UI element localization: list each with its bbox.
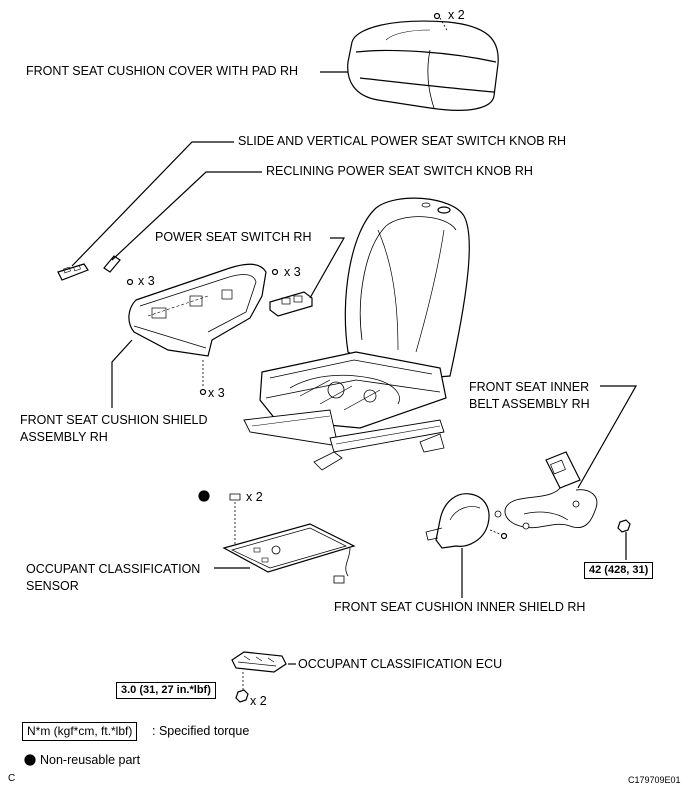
power-switch-illustration bbox=[269, 291, 313, 317]
qty-shield-screws-bottom: x 3 bbox=[208, 386, 225, 400]
cushion-cover-illustration bbox=[347, 12, 499, 111]
label-occupant-sensor-line1: OCCUPANT CLASSIFICATION bbox=[26, 562, 201, 576]
leader-reclining-knob bbox=[111, 171, 262, 261]
seat-assembly-illustration bbox=[243, 197, 470, 471]
reclining-knob-illustration bbox=[103, 255, 121, 273]
label-slide-knob: SLIDE AND VERTICAL POWER SEAT SWITCH KNO… bbox=[238, 134, 567, 148]
label-occupant-ecu: OCCUPANT CLASSIFICATION ECU bbox=[298, 657, 503, 671]
legend-nonreusable: Non-reusable part bbox=[40, 753, 141, 767]
label-inner-belt-line1: FRONT SEAT INNER bbox=[469, 380, 590, 394]
occupant-ecu-illustration bbox=[231, 651, 287, 673]
bolt-icon bbox=[500, 532, 508, 540]
qty-cover-clips: x 2 bbox=[448, 8, 465, 22]
label-reclining-knob: RECLINING POWER SEAT SWITCH KNOB RH bbox=[266, 164, 533, 178]
occupant-sensor-illustration bbox=[222, 523, 356, 584]
torque-belt-nut: 42 (428, 31) bbox=[584, 562, 654, 579]
screw-icon bbox=[126, 278, 134, 286]
qty-ecu-nuts: x 2 bbox=[250, 694, 267, 708]
legend-torque-desc: : Specified torque bbox=[152, 724, 250, 738]
leader-slide-knob bbox=[71, 141, 234, 267]
cushion-shield-illustration bbox=[128, 263, 267, 357]
label-inner-belt-line2: BELT ASSEMBLY RH bbox=[469, 397, 590, 411]
leader-power-switch bbox=[309, 237, 346, 299]
label-cushion-shield-line1: FRONT SEAT CUSHION SHIELD bbox=[20, 413, 208, 427]
leader-inner-belt bbox=[577, 385, 638, 489]
label-cushion-cover: FRONT SEAT CUSHION COVER WITH PAD RH bbox=[26, 64, 299, 78]
inner-shield-illustration bbox=[425, 493, 490, 549]
nut-icon bbox=[235, 689, 249, 703]
slide-knob-illustration bbox=[57, 263, 89, 281]
legend-nonreusable-icon bbox=[24, 754, 36, 766]
nonreusable-mark-icon bbox=[198, 490, 210, 502]
qty-sensor-bolts: x 2 bbox=[246, 490, 263, 504]
leader-cushion-shield bbox=[111, 339, 133, 408]
screw-icon bbox=[271, 268, 279, 276]
figure-code: C179709E01 bbox=[628, 775, 681, 785]
inner-belt-illustration bbox=[494, 451, 631, 533]
torque-ecu-nut: 3.0 (31, 27 in.*lbf) bbox=[116, 682, 216, 699]
label-cushion-shield-line2: ASSEMBLY RH bbox=[20, 430, 108, 444]
label-inner-shield: FRONT SEAT CUSHION INNER SHIELD RH bbox=[334, 600, 586, 614]
qty-shield-screws-top: x 3 bbox=[138, 274, 155, 288]
label-occupant-sensor-line2: SENSOR bbox=[26, 579, 79, 593]
qty-switch-screws: x 3 bbox=[284, 265, 301, 279]
screw-icon bbox=[199, 388, 207, 396]
label-power-switch: POWER SEAT SWITCH RH bbox=[155, 230, 312, 244]
legend-torque-unit: N*m (kgf*cm, ft.*lbf) bbox=[22, 722, 138, 741]
corner-letter: C bbox=[8, 773, 16, 784]
bolt-icon bbox=[229, 493, 241, 501]
